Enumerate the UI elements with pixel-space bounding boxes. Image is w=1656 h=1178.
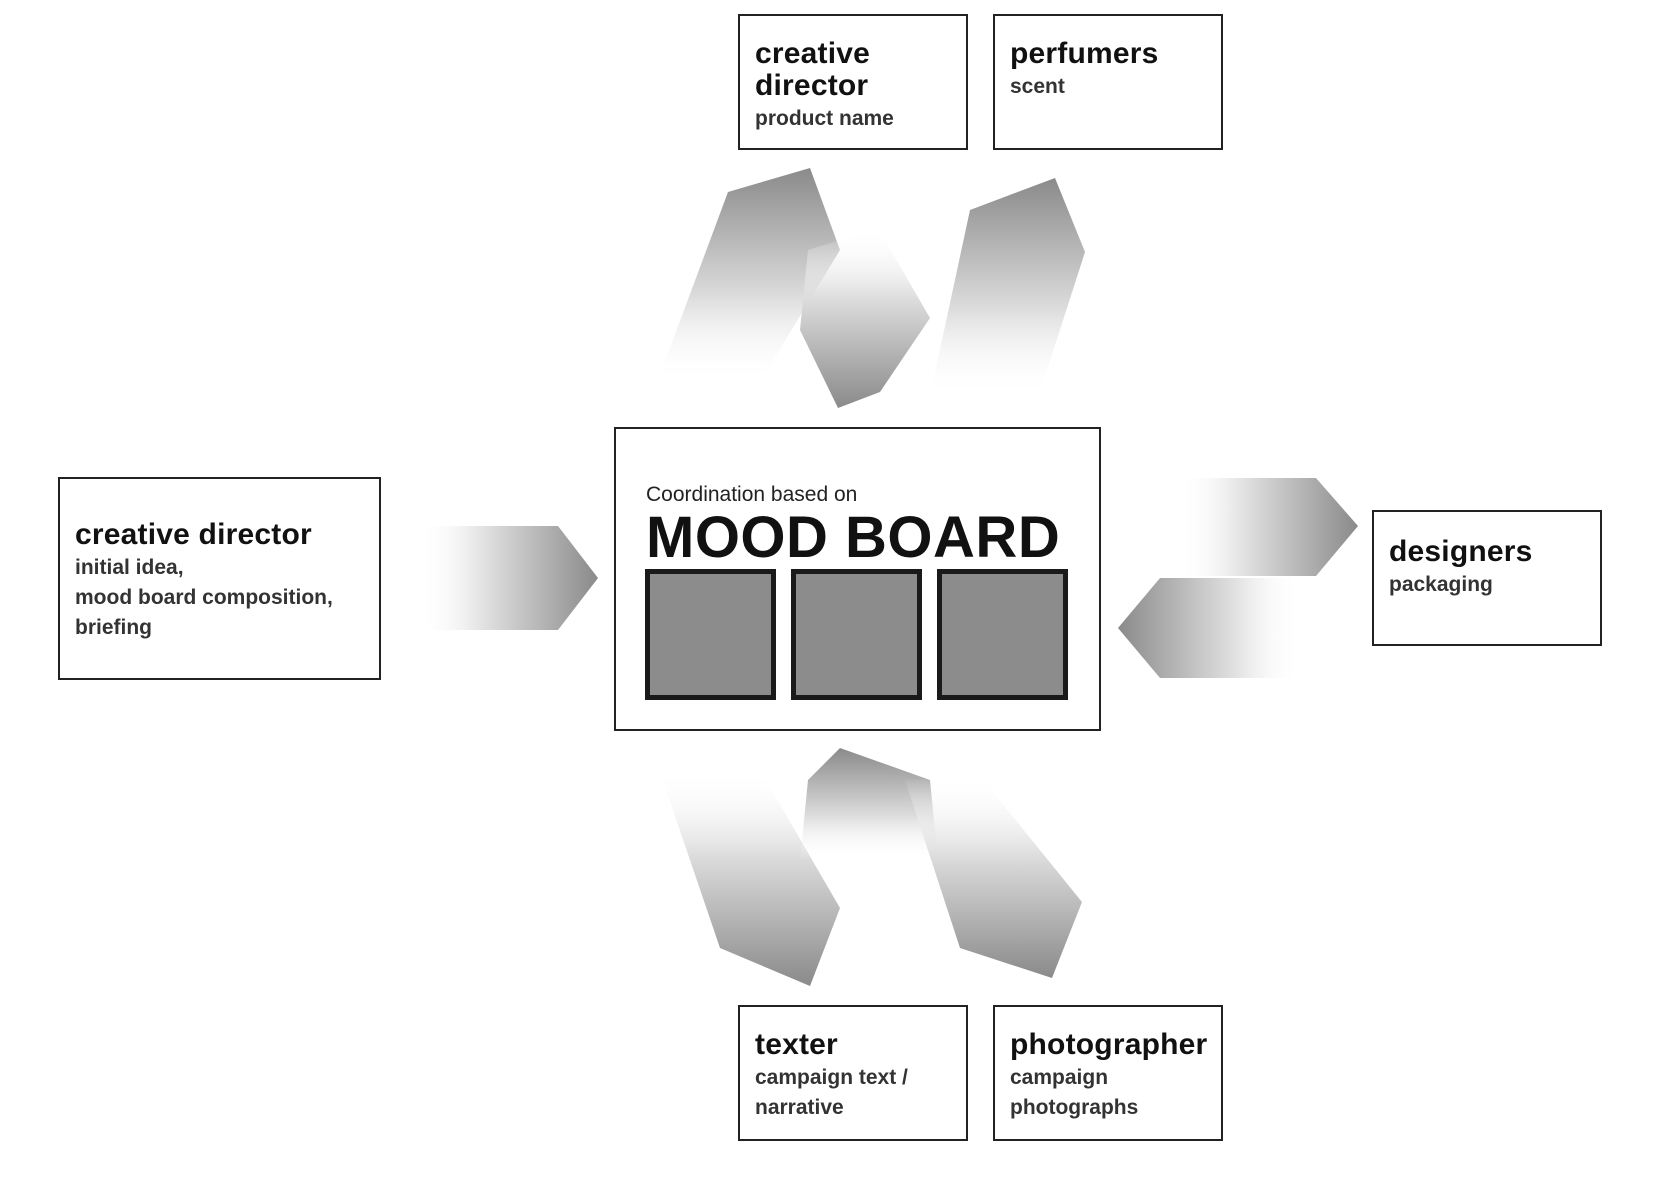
box-subtitle-line-1: initial idea, — [75, 556, 184, 579]
box-subtitle-line-1: campaign — [1010, 1066, 1109, 1089]
arrow-perfumers-to-center — [800, 228, 930, 408]
arrow-center-to-designers — [1180, 478, 1358, 576]
box-subtitle-line-1: campaign text / — [755, 1066, 908, 1089]
box-photographer: photographer campaign photographs — [993, 1005, 1223, 1141]
box-subtitle: product name — [755, 107, 894, 130]
box-subtitle-line-2: narrative — [755, 1096, 844, 1119]
mood-board-tile — [937, 569, 1068, 700]
mood-board-title: MOOD BOARD — [646, 505, 1061, 570]
box-subtitle-line-2: photographs — [1010, 1096, 1139, 1119]
arrow-center-to-perfumers — [930, 178, 1085, 396]
box-title: designers — [1389, 535, 1533, 568]
arrow-left-to-center — [420, 526, 598, 630]
box-subtitle-line-3: briefing — [75, 616, 152, 639]
mood-board-caption: Coordination based on — [646, 483, 858, 506]
arrow-texter-to-center — [800, 748, 938, 860]
box-subtitle-line-2: mood board composition, — [75, 586, 333, 609]
box-subtitle: packaging — [1389, 573, 1493, 596]
arrow-center-to-texter — [660, 770, 840, 986]
box-title: photographer — [1010, 1028, 1208, 1061]
box-designers: designers packaging — [1372, 510, 1602, 646]
box-creative-director-left: creative director initial idea, mood boa… — [58, 477, 381, 680]
box-texter: texter campaign text / narrative — [738, 1005, 968, 1141]
arrow-center-to-creative-director-top — [658, 168, 840, 382]
box-title: creative director — [755, 37, 871, 102]
box-perfumers: perfumers scent — [993, 14, 1223, 150]
box-title: creative director — [75, 518, 312, 551]
box-title: texter — [755, 1028, 838, 1061]
box-creative-director-top: creative director product name — [738, 14, 968, 150]
mood-board-box: Coordination based on MOOD BOARD — [614, 427, 1101, 731]
box-title: perfumers — [1010, 37, 1159, 70]
mood-board-tile — [645, 569, 776, 700]
arrow-center-to-photographer — [905, 776, 1082, 978]
box-subtitle: scent — [1010, 75, 1065, 98]
mood-board-tile — [791, 569, 922, 700]
arrow-designers-to-center — [1118, 578, 1300, 678]
